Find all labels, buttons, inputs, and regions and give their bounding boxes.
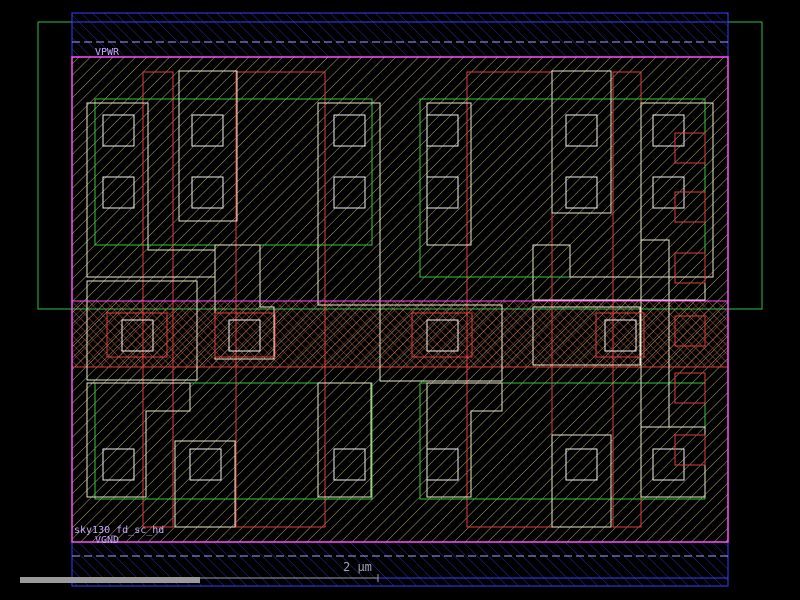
poly-contacts	[106, 132, 706, 466]
met1-power-rail	[71, 12, 729, 58]
cell-name-label: sky130_fd_sc_hd	[74, 525, 165, 536]
contacts	[102, 114, 685, 481]
cell-boundary	[71, 56, 729, 543]
poly-band	[72, 300, 728, 368]
vgnd-label: VGND	[95, 535, 120, 546]
scale-bar-label: 2 µm	[343, 560, 372, 574]
progress-bar	[20, 577, 200, 583]
vpwr-label: VPWR	[95, 47, 120, 58]
